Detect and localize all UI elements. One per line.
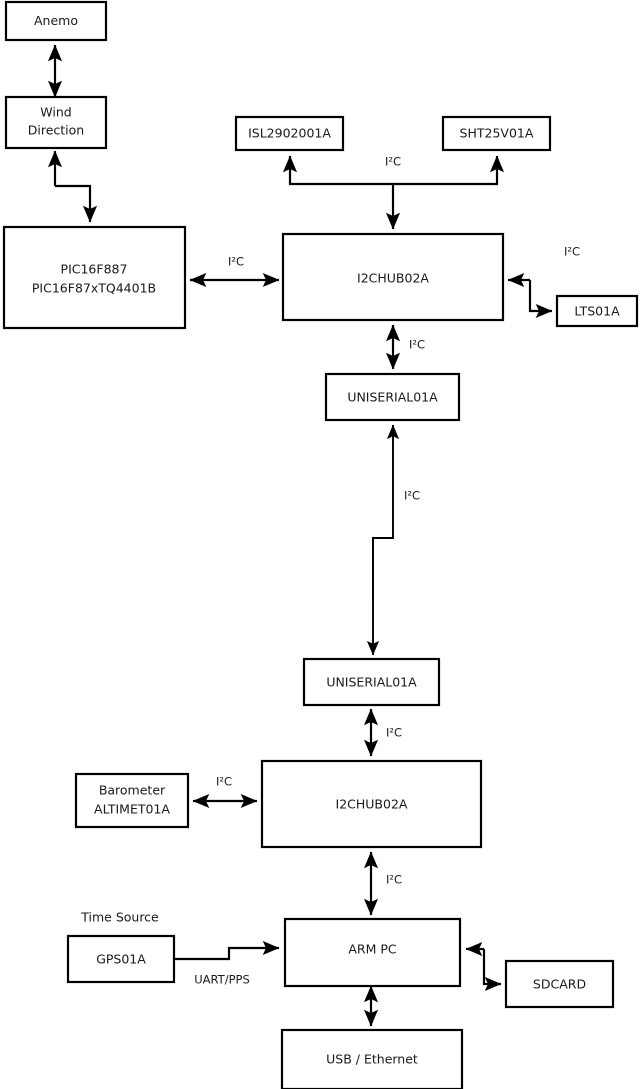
node-i2chub02a-bottom-label: I2CHUB02A: [336, 797, 408, 812]
node-lts01a-label: LTS01A: [574, 304, 620, 319]
node-uniserial01a-bottom-label: UNISERIAL01A: [326, 675, 417, 690]
node-uniserial01a-top-box[interactable]: [324, 372, 461, 422]
edge-hub-to-lts: [528, 280, 553, 319]
node-lts01a-box[interactable]: [555, 294, 639, 328]
edge-label-isl-sht-bus: I²C: [385, 155, 401, 169]
node-uniserial01a-top-label: UNISERIAL01A: [347, 390, 438, 405]
node-i2chub02a-bottom[interactable]: I2CHUB02A: [260, 759, 483, 849]
node-usb-ethernet-label: USB / Ethernet: [326, 1052, 418, 1067]
node-wind-direction-label-line1: Wind: [40, 105, 71, 120]
node-sht25v01a-label: SHT25V01A: [460, 126, 534, 141]
node-wind-direction-label-line2: Direction: [28, 123, 84, 138]
edge-label-baro-hub: I²C: [216, 775, 232, 789]
node-pic16f887-label-line1: PIC16F887: [61, 262, 128, 277]
node-uniserial01a-bottom-box[interactable]: [302, 657, 441, 707]
edge-label-hub-armpc: I²C: [386, 873, 402, 887]
node-pic16f887[interactable]: PIC16F887 PIC16F87xTQ4401B: [2, 225, 187, 330]
node-sdcard-label: SDCARD: [533, 977, 586, 992]
node-armpc-label: ARM PC: [348, 942, 397, 957]
edge-label-uniserial-link: I²C: [404, 489, 420, 503]
node-wind-direction-box[interactable]: [4, 95, 108, 150]
edge-hub-sensors-bus: I²C: [282, 155, 505, 230]
edge-label-gps-armpc: UART/PPS: [194, 973, 250, 987]
label-time-source: Time Source: [80, 910, 159, 925]
node-sdcard-box[interactable]: [504, 959, 615, 1009]
node-sht25v01a-box[interactable]: [441, 115, 552, 152]
edge-gps-armpc-line: [175, 940, 280, 961]
node-anemo-label: Anemo: [34, 13, 78, 28]
node-i2chub02a-top-label: I2CHUB02A: [357, 271, 429, 286]
node-i2chub02a-bottom-box[interactable]: [260, 759, 483, 849]
node-anemo-box[interactable]: [4, 0, 108, 42]
node-barometer-label-line2: ALTIMET01A: [94, 802, 170, 817]
node-uniserial01a-top[interactable]: UNISERIAL01A: [324, 372, 461, 422]
node-pic16f887-box[interactable]: [2, 225, 187, 330]
node-armpc[interactable]: ARM PC: [283, 917, 462, 988]
node-i2chub02a-top[interactable]: I2CHUB02A: [281, 232, 505, 322]
edge-uniserial-link-up: [372, 424, 400, 600]
edge-uniserial-link: I²C: [366, 424, 420, 656]
node-anemo[interactable]: Anemo: [4, 0, 108, 42]
edge-wind-pic: [47, 150, 98, 223]
node-sht25v01a[interactable]: SHT25V01A: [441, 115, 552, 152]
edge-barometer-hubbot: I²C: [192, 775, 258, 809]
edge-armpc-to-sdcard: [482, 949, 502, 992]
node-isl2902001a-box[interactable]: [234, 115, 345, 152]
edge-wind-pic-down: [55, 184, 98, 223]
node-barometer-box[interactable]: [74, 772, 190, 829]
node-barometer-label-line1: Barometer: [99, 783, 166, 798]
node-pic16f887-label-line2: PIC16F87xTQ4401B: [32, 281, 156, 296]
edge-pic-hubtop: I²C: [189, 255, 280, 288]
edge-hubtop-lts: I²C: [507, 245, 580, 319]
edge-hubtop-uniserialtop: I²C: [385, 324, 425, 370]
node-isl2902001a[interactable]: ISL2902001A: [234, 115, 345, 152]
edge-label-pic-hub: I²C: [228, 255, 244, 269]
node-armpc-box[interactable]: [283, 917, 462, 988]
edge-label-hub-uniserial-top: I²C: [409, 338, 425, 352]
node-lts01a[interactable]: LTS01A: [555, 294, 639, 328]
node-barometer[interactable]: Barometer ALTIMET01A: [74, 772, 190, 829]
edge-label-hub-lts: I²C: [564, 245, 580, 259]
node-uniserial01a-bottom[interactable]: UNISERIAL01A: [302, 657, 441, 707]
edge-armpc-sdcard: [465, 941, 502, 992]
node-gps01a-label: GPS01A: [96, 952, 146, 967]
node-usb-ethernet-box[interactable]: [280, 1028, 464, 1089]
node-gps01a-box[interactable]: [66, 934, 176, 984]
edge-hubbot-armpc: I²C: [363, 851, 402, 916]
node-i2chub02a-top-box[interactable]: [281, 232, 505, 322]
edge-label-uniserial-bot-hub: I²C: [386, 726, 402, 740]
edge-uniserialbot-hubbot: I²C: [363, 708, 402, 757]
node-gps01a[interactable]: GPS01A: [66, 934, 176, 984]
node-isl2902001a-label: ISL2902001A: [248, 126, 331, 141]
node-sdcard[interactable]: SDCARD: [504, 959, 615, 1009]
node-usb-ethernet[interactable]: USB / Ethernet: [280, 1028, 464, 1089]
node-wind-direction[interactable]: Wind Direction: [4, 95, 108, 150]
edge-gps-armpc: UART/PPS: [175, 940, 280, 987]
